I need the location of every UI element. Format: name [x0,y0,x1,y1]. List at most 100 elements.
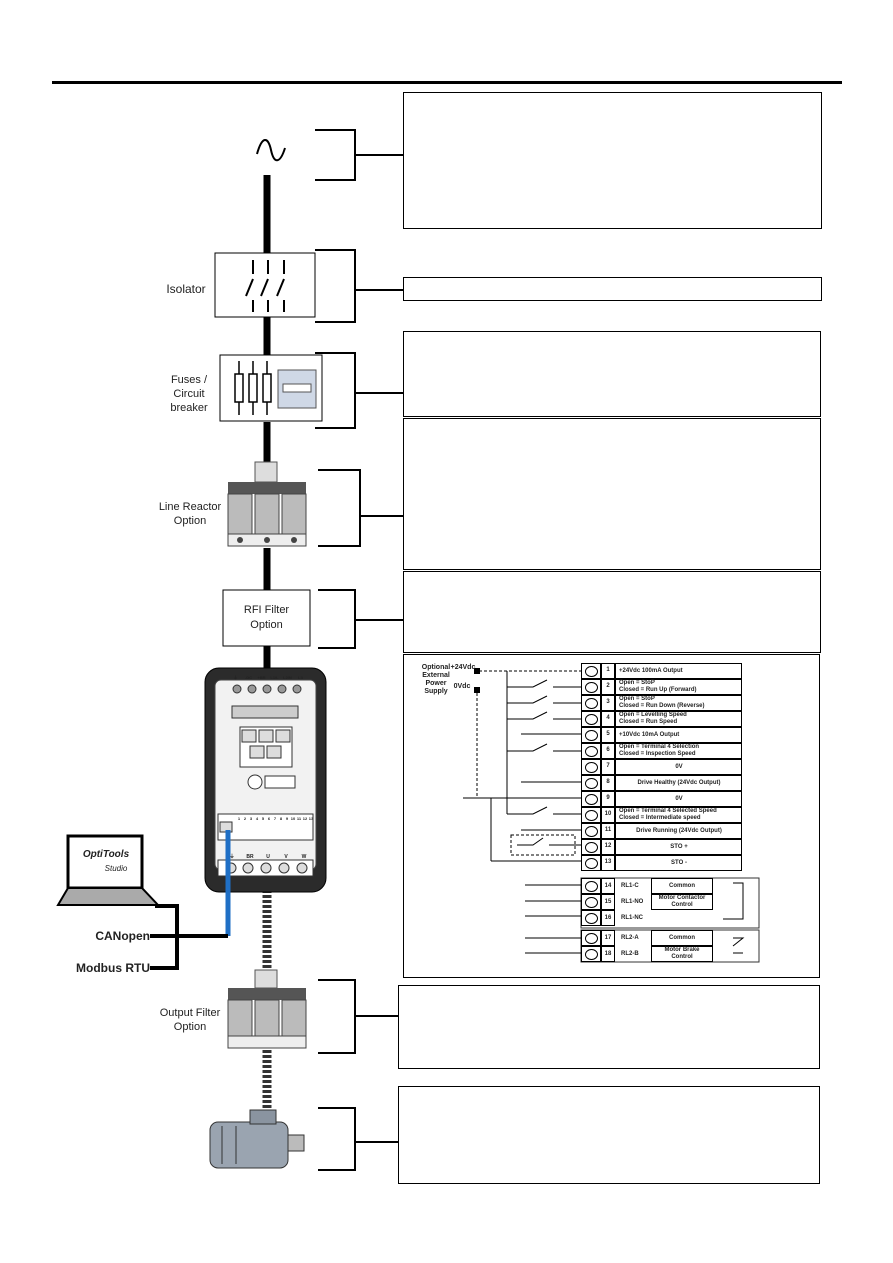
drive-bottom-terminal-label: U [266,854,270,860]
drive-control-terminal-number: 3 [249,816,253,821]
terminal-number-cell [601,807,615,823]
screw-icon [585,746,598,757]
relay1-desc-2: Control [671,902,693,908]
bracket-rfi [318,589,356,649]
supply-info-box [403,92,822,229]
relay2-desc-2: Control [671,954,693,960]
motor-icon [209,1109,305,1169]
rfi-label-1: RFI Filter [243,604,290,616]
zero-v-label: 0Vdc [453,683,471,690]
screw-icon [585,762,598,773]
screw-icon [585,810,598,821]
drive-bottom-terminal-label: W [301,854,307,860]
terminal-desc-cell [615,663,742,679]
screw-icon [585,778,598,789]
bracket-motor [318,1107,356,1171]
terminal-desc-2: Closed = Inspection Speed [619,751,696,757]
isolator-label: Isolator [166,282,206,296]
relay2-code: RL2-A [621,935,639,941]
terminal-desc-cell [615,727,742,743]
terminal-number-cell [601,663,615,679]
drive-top-terminal-label: L3 [298,675,303,680]
fuses-icon [234,361,272,415]
relay1-number-cell [601,878,615,894]
relay1-number-cell [601,894,615,910]
optitools-sub-label: Studio [104,864,128,873]
relay1-number: 16 [604,915,612,921]
screw-icon [585,858,598,869]
screw-icon [585,881,598,892]
terminal-number: 11 [604,827,612,833]
fuses-label-1: Fuses / [170,374,208,386]
plus24-label: +24Vdc [450,664,476,671]
terminal-desc-cell [615,679,742,695]
terminal-number: 3 [606,699,610,705]
fuses-label-2: Circuit [173,388,205,400]
relay2-desc: Common [669,935,695,941]
screw-icon [585,698,598,709]
relay1-code: RL1-NC [621,915,643,921]
drive-control-terminal-number: 2 [243,816,247,821]
optional-supply-label-2: External [422,672,450,679]
terminal-desc: 0V [675,764,683,770]
output-filter-icon [227,969,307,1049]
drive-control-terminal-number: 5 [261,816,265,821]
drive-control-terminal-number: 8 [279,816,283,821]
terminal-desc-cell [615,743,742,759]
terminal-desc: Open = Terminal 4 Selection [619,744,700,750]
terminal-number-cell [601,791,615,807]
terminal-number-cell [601,727,615,743]
drive-control-terminal-number: 12 [302,816,308,821]
terminal-number: 4 [606,715,610,721]
terminal-desc: Open = StoP [619,696,655,702]
drive-control-terminal-number: 6 [267,816,271,821]
relay1-number-cell [601,910,615,926]
terminal-number-cell [601,711,615,727]
terminal-desc: 0V [675,796,683,802]
terminal-number-cell [601,775,615,791]
terminal-desc: Open = StoP [619,680,655,686]
terminal-number-cell [601,679,615,695]
terminal-number-cell [601,855,615,871]
terminal-desc-cell [615,695,742,711]
relay1-desc: Motor Contactor [658,895,706,901]
terminal-desc-cell [615,759,742,775]
laptop-icon [56,834,161,906]
isolator-info-box [403,277,822,301]
drive-top-terminal-label: ⏚ [233,675,238,680]
terminal-desc: Drive Healthy (24Vdc Output) [637,780,721,786]
drive-control-terminal-number: 7 [273,816,277,821]
ac-supply-icon [256,139,286,162]
screw-icon [585,730,598,741]
drive-bottom-terminal-label: BR [246,854,254,860]
rfi-filter-box [222,589,311,647]
screw-icon [585,666,598,677]
terminal-desc: +10Vdc 10mA Output [619,732,680,738]
rfi-info-box [403,571,821,653]
terminal-number: 5 [606,731,610,737]
terminal-number: 6 [606,747,610,753]
relay2-number: 18 [604,951,612,957]
terminal-number: 9 [606,795,610,801]
terminal-desc-2: Closed = Intermediate speed [619,815,701,821]
drive-control-terminal-number: 10 [290,816,296,821]
output-filter-label-2: Option [173,1021,207,1033]
line-reactor-info-box [403,418,821,570]
screw-icon [585,794,598,805]
circuit-breaker-icon [277,369,317,409]
line-reactor-label-1: Line Reactor [158,501,222,513]
relay1-code: RL1-C [621,883,639,889]
relay1-desc-cell [651,878,713,894]
relay2-number: 17 [604,935,612,941]
terminal-desc: Open = Terminal 4 Selected Speed [619,808,717,814]
drive-control-terminal-number: 9 [285,816,289,821]
drive-control-terminal-number: 11 [296,816,302,821]
isolator-switch-icon [245,260,285,312]
fuses-label-3: breaker [170,402,208,414]
terminal-number-cell [601,743,615,759]
terminal-number-cell [601,759,615,775]
canopen-label: CANopen [95,929,150,943]
terminal-desc: STO + [670,844,688,850]
terminal-number-cell [601,695,615,711]
